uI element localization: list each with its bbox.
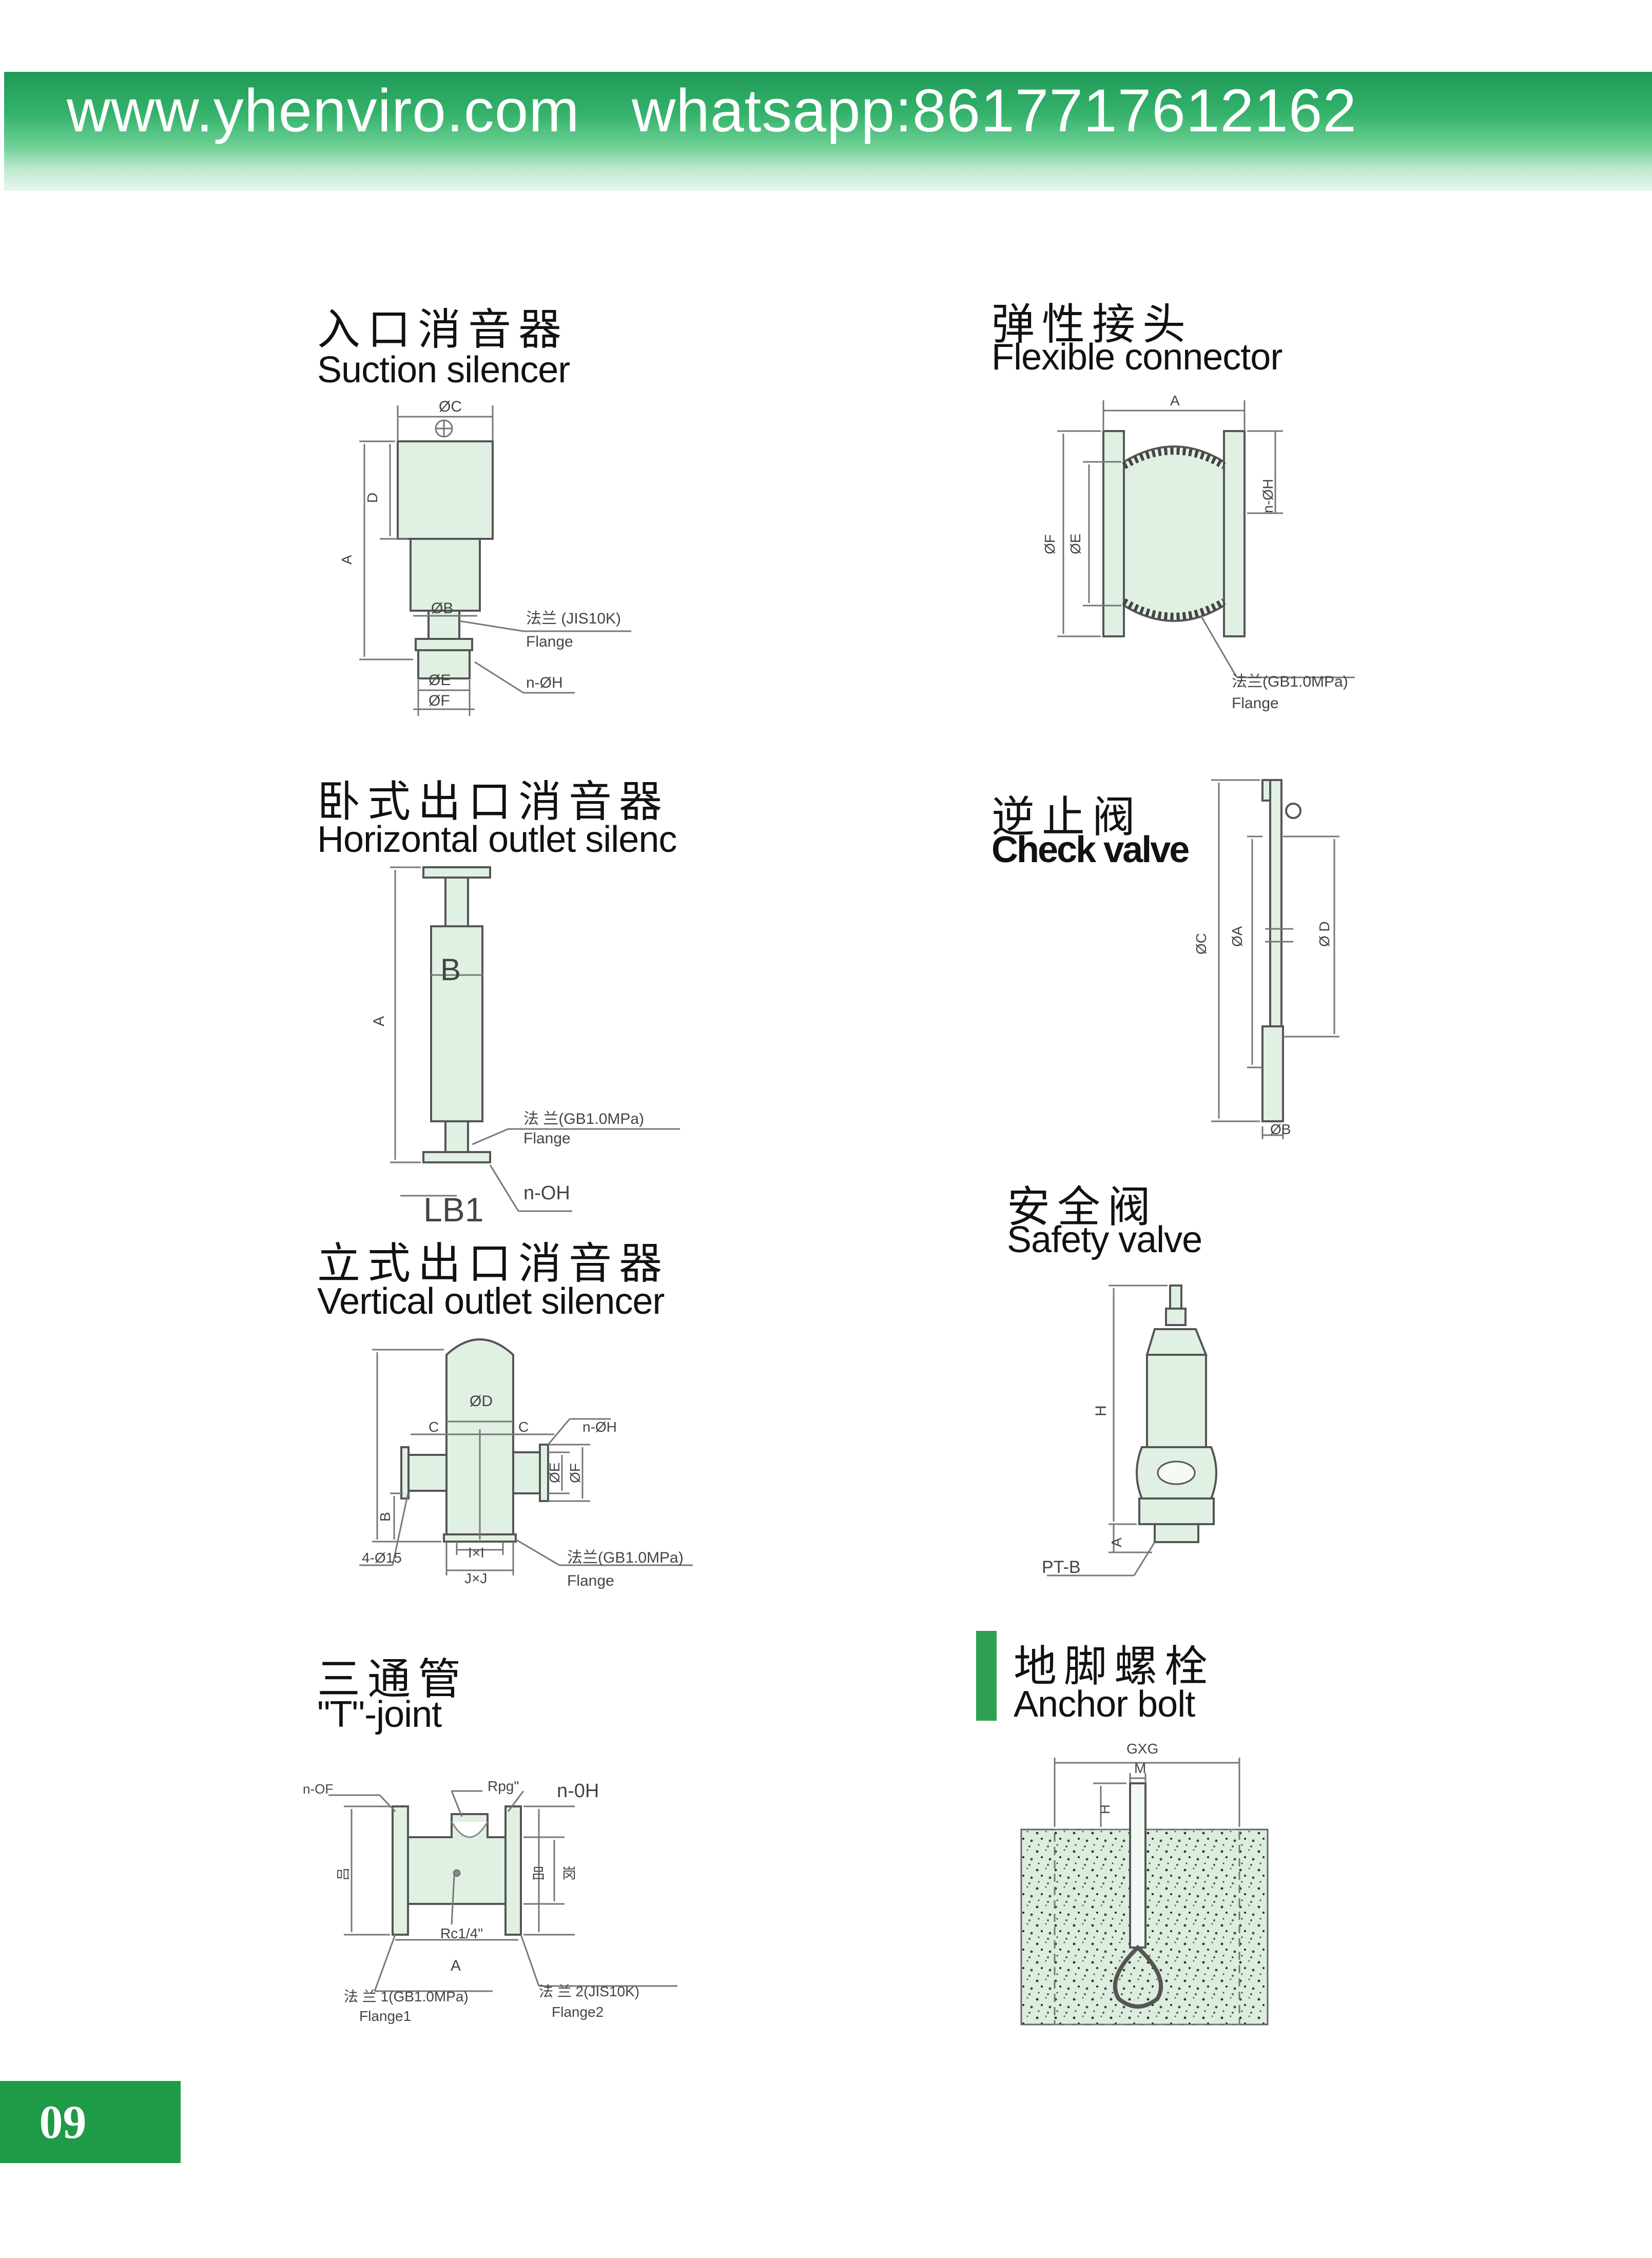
t-joint-title-zh: 三通管 xyxy=(317,1654,469,1704)
dim-jxj: J×J xyxy=(464,1570,487,1586)
dim-oc: ØC xyxy=(1193,933,1209,955)
dim-oe: ØE xyxy=(429,672,451,689)
page-number-box xyxy=(0,2081,181,2163)
check-valve-title-zh: 逆止阀 xyxy=(992,792,1143,842)
flange-label-en: Flange xyxy=(567,1572,614,1589)
flange1-label-en: Flange1 xyxy=(359,2008,411,2024)
safety-valve-title-zh: 安全阀 xyxy=(1007,1182,1158,1232)
dim-b: B xyxy=(377,1512,393,1522)
dim-a: A xyxy=(339,555,355,564)
flange-label-zh: 法兰(GB1.0MPa) xyxy=(1232,673,1348,690)
dim-lb1: LB1 xyxy=(423,1191,483,1229)
flexible-connector-drawing: A n-ØH ØF ØE 法兰(GB1.0MPa) Flange xyxy=(1042,393,1355,712)
flange1-label-zh: 法 兰 1(GB1.0MPa) xyxy=(344,1989,469,2004)
dim-rc: Rc1/4" xyxy=(440,1925,483,1941)
safety-valve-title-en: Safety valve xyxy=(1007,1219,1202,1260)
dim-m: M xyxy=(1134,1760,1146,1776)
horizontal-outlet-title-zh: 卧式出口消音器 xyxy=(317,776,670,827)
dim-a: A xyxy=(1170,393,1180,408)
dim-right-1: 吕 xyxy=(531,1865,546,1881)
dim-a: A xyxy=(371,1016,387,1026)
dim-gxg: GXG xyxy=(1126,1741,1158,1757)
dim-oe: ØE xyxy=(547,1463,562,1483)
flange2-label-en: Flange2 xyxy=(552,2004,604,2020)
flange-label-en: Flange xyxy=(523,1130,571,1147)
dim-h: H xyxy=(1093,1405,1110,1416)
dim-of: ØF xyxy=(1042,534,1058,554)
dim-nof: n-OF xyxy=(303,1781,333,1797)
t-joint-drawing: n-OF Rpg" n-0H 吕 吕 岗 Rc1/4" A 法 兰 1(GB1.… xyxy=(303,1778,677,2024)
vertical-outlet-title-zh: 立式出口消音器 xyxy=(317,1238,670,1289)
dim-c-right: C xyxy=(518,1419,529,1435)
dim-oc: ØC xyxy=(439,398,462,415)
t-joint-title-en: "T"-joint xyxy=(317,1694,442,1735)
dim-h: H xyxy=(1097,1804,1113,1814)
dim-rpg: Rpg" xyxy=(488,1778,519,1794)
horizontal-outlet-drawing: A B 法 兰(GB1.0MPa) Flange n-OH LB1 xyxy=(371,866,680,1229)
dim-oe: ØE xyxy=(1067,534,1083,554)
dim-d: D xyxy=(364,493,380,503)
flexible-connector-title-zh: 弹性接头 xyxy=(992,299,1193,349)
dim-ixi: I×I xyxy=(468,1545,484,1561)
dim-noh: n-0H xyxy=(557,1780,599,1802)
banner-contact-text: www.yhenviro.com whatsapp:8617717612162 xyxy=(67,77,1357,145)
flange2-label-zh: 法 兰 2(JIS10K) xyxy=(539,1983,639,1999)
horizontal-outlet-title-en: Horizontal outlet silenc xyxy=(317,819,677,860)
check-valve-drawing: ØC ØA Ø D ØB xyxy=(1193,779,1339,1139)
dim-noh: n-ØH xyxy=(582,1419,617,1435)
page-number: 09 xyxy=(39,2096,87,2148)
safety-valve-drawing: H A PT-B xyxy=(1042,1284,1217,1577)
flange-label-en: Flange xyxy=(526,633,573,650)
suction-silencer-title-en: Suction silencer xyxy=(317,349,570,391)
check-valve-title-en: Check valve xyxy=(992,829,1190,870)
vertical-outlet-title-en: Vertical outlet silencer xyxy=(317,1281,665,1322)
dim-of: ØF xyxy=(567,1463,583,1483)
suction-silencer-title-zh: 入口消音器 xyxy=(317,304,569,355)
dim-od: ØD xyxy=(470,1393,493,1410)
dim-holes: 4-Ø15 xyxy=(362,1550,402,1566)
anchor-bolt-title-en: Anchor bolt xyxy=(1014,1684,1195,1725)
dim-of: ØF xyxy=(429,692,450,709)
dim-ob: ØB xyxy=(1270,1121,1291,1137)
anchor-bolt-drawing: GXG M H xyxy=(1020,1741,1269,2026)
flange-label-zh: 法 兰(GB1.0MPa) xyxy=(523,1111,644,1127)
anchor-bolt-accent-bar xyxy=(976,1631,997,1721)
dim-ob: ØB xyxy=(431,600,453,617)
suction-silencer-drawing: ØC D A ØB 法兰 (JIS10K) Flange ØE n-ØH ØF xyxy=(339,398,631,716)
flange-label-zh: 法兰 (JIS10K) xyxy=(526,610,621,627)
anchor-bolt-title-zh: 地脚螺栓 xyxy=(1014,1641,1215,1691)
dim-c-left: C xyxy=(429,1419,439,1435)
dim-noh: n-ØH xyxy=(526,674,563,691)
dim-noh: n-ØH xyxy=(1260,479,1276,513)
dim-b: B xyxy=(440,952,461,987)
dim-ptb: PT-B xyxy=(1042,1558,1081,1577)
dim-oa: ØA xyxy=(1229,926,1245,947)
flange-label-en: Flange xyxy=(1232,695,1279,712)
dim-a: A xyxy=(1109,1537,1124,1547)
dim-a: A xyxy=(451,1957,461,1974)
flange-label-zh: 法兰(GB1.0MPa) xyxy=(567,1549,684,1566)
flexible-connector-title-en: Flexible connector xyxy=(992,337,1282,378)
dim-right-2: 岗 xyxy=(562,1865,576,1881)
dim-left: 吕 xyxy=(336,1867,351,1881)
dim-noh: n-OH xyxy=(523,1182,570,1204)
header-banner xyxy=(4,72,1652,191)
vertical-outlet-drawing: ØD C C n-ØH ØE ØF B 4-Ø15 I×I J×J 法兰(GB1… xyxy=(359,1338,693,1589)
dim-od: Ø D xyxy=(1316,921,1332,947)
